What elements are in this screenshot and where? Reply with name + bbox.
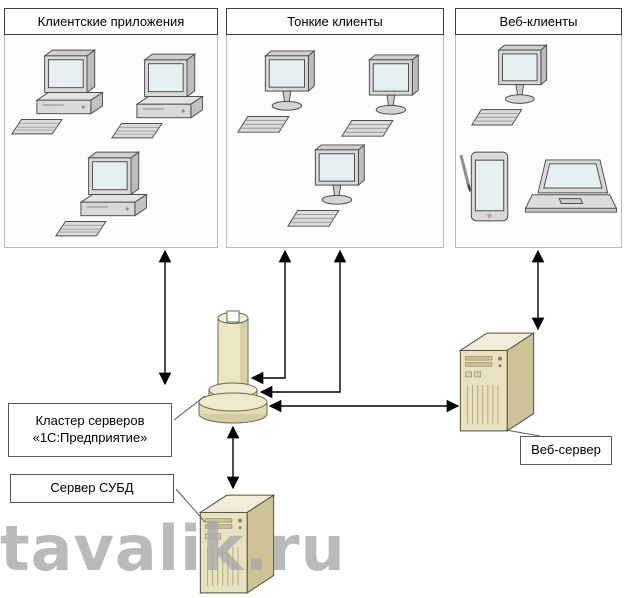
cluster-server-icon <box>198 310 268 424</box>
group-client-apps-header: Клиентские приложения <box>4 8 218 35</box>
desktop-computer-icon <box>111 53 203 139</box>
watermark: tavalik.ru <box>0 512 346 585</box>
desktop-computer-icon <box>55 151 147 237</box>
group-client-apps-title: Клиентские приложения <box>37 14 185 29</box>
web-server-icon <box>459 332 535 432</box>
laptop-icon <box>524 159 617 213</box>
group-thin-clients-header: Тонкие клиенты <box>226 8 444 35</box>
group-thin-clients-title: Тонкие клиенты <box>287 14 383 29</box>
thin-client-monitor-icon <box>341 54 419 137</box>
cluster-server-label: Кластер серверов «1С:Предприятие» <box>8 403 172 457</box>
web-client-monitor-icon <box>471 44 548 126</box>
group-web-clients-title: Веб-клиенты <box>499 14 578 29</box>
thin-client-monitor-icon <box>237 50 315 133</box>
thin-client-monitor-icon <box>287 144 365 227</box>
cluster-label-line2: «1С:Предприятие» <box>32 430 148 445</box>
web-label-text: Веб-сервер <box>531 442 601 458</box>
db-label-text: Сервер СУБД <box>50 480 134 496</box>
desktop-computer-icon <box>11 49 103 135</box>
cluster-label-line1: Кластер серверов <box>35 413 145 429</box>
db-server-label: Сервер СУБД <box>10 474 174 503</box>
web-server-label: Веб-сервер <box>520 436 612 465</box>
group-web-clients-header: Веб-клиенты <box>455 8 622 35</box>
tablet-icon <box>459 150 510 223</box>
